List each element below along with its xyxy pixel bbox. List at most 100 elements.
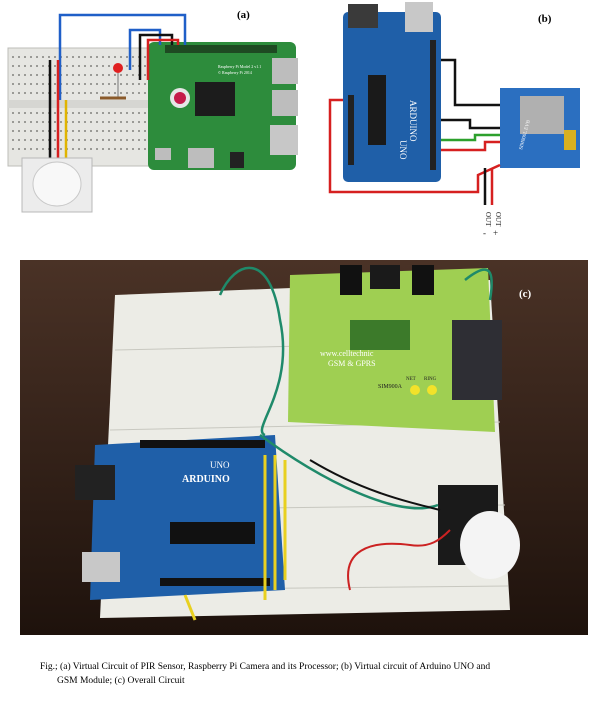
breadboard-hole (54, 130, 56, 132)
breadboard-hole (36, 112, 38, 114)
breadboard-hole (36, 148, 38, 150)
breadboard-hole (18, 130, 20, 132)
breadboard-hole (108, 65, 110, 67)
regulator (370, 265, 400, 289)
breadboard-hole (36, 83, 38, 85)
breadboard-hole (114, 56, 116, 58)
breadboard-hole (102, 148, 104, 150)
rpi-circuit-diagram: Raspberry Pi Model 2 v1.1 © Raspberry Pi… (7, 13, 298, 213)
breadboard-hole (90, 112, 92, 114)
breadboard-hole (78, 130, 80, 132)
breadboard-hole (18, 139, 20, 141)
breadboard-hole (114, 130, 116, 132)
gpio-header (165, 45, 277, 53)
breadboard-hole (114, 121, 116, 123)
breadboard-hole (102, 56, 104, 58)
breadboard-hole (144, 92, 146, 94)
breadboard-hole (144, 74, 146, 76)
breadboard-hole (12, 65, 14, 67)
breadboard-hole (72, 65, 74, 67)
breadboard-hole (60, 148, 62, 150)
breadboard-hole (132, 139, 134, 141)
breadboard-hole (12, 139, 14, 141)
breadboard-hole (144, 148, 146, 150)
breadboard-hole (54, 83, 56, 85)
breadboard-hole (126, 92, 128, 94)
breadboard-hole (102, 139, 104, 141)
usb-b-port (405, 2, 433, 32)
breadboard-hole (24, 130, 26, 132)
capacitor-1 (340, 265, 362, 295)
breadboard-hole (24, 121, 26, 123)
breadboard-hole (132, 130, 134, 132)
breadboard-hole (66, 92, 68, 94)
panel-a-label: (a) (237, 9, 250, 21)
arduino-label: ARDUINO (408, 100, 418, 142)
breadboard-hole (72, 121, 74, 123)
breadboard-hole (54, 112, 56, 114)
breadboard-hole (30, 56, 32, 58)
breadboard-hole (48, 56, 50, 58)
breadboard-hole (78, 65, 80, 67)
breadboard-hole (144, 139, 146, 141)
breadboard-hole (66, 56, 68, 58)
uno-label: UNO (398, 140, 408, 160)
wire-blue (58, 13, 187, 100)
breadboard-hole (102, 121, 104, 123)
led-ring-label: RING (424, 377, 437, 382)
pi-text-2: © Raspberry Pi 2014 (218, 70, 252, 75)
breadboard-hole (132, 56, 134, 58)
terminal-out-2: OUT (494, 212, 502, 227)
breadboard-hole (78, 83, 80, 85)
breadboard-hole (108, 74, 110, 76)
breadboard-hole (132, 112, 134, 114)
breadboard-hole (24, 92, 26, 94)
breadboard-hole (96, 56, 98, 58)
breadboard-hole (90, 92, 92, 94)
breadboard-hole (72, 130, 74, 132)
breadboard-hole (42, 65, 44, 67)
caption-line-2: GSM Module; (c) Overall Circuit (57, 676, 185, 686)
breadboard-hole (102, 83, 104, 85)
caption-line-1: Fig.; (a) Virtual Circuit of PIR Sensor,… (40, 662, 491, 672)
breadboard-hole (114, 148, 116, 150)
breadboard-hole (66, 74, 68, 76)
power-header (348, 95, 354, 165)
breadboard-hole (90, 121, 92, 123)
breadboard-hole (126, 148, 128, 150)
breadboard-hole (18, 83, 20, 85)
breadboard-hole (18, 92, 20, 94)
breadboard-hole (90, 130, 92, 132)
breadboard-hole (120, 121, 122, 123)
usb-photo (82, 552, 120, 582)
capacitor-2 (412, 265, 434, 295)
breadboard-hole (72, 56, 74, 58)
breadboard-hole (132, 65, 134, 67)
breadboard-hole (90, 56, 92, 58)
breadboard-hole (108, 112, 110, 114)
figure-caption: Fig.; (a) Virtual Circuit of PIR Sensor,… (40, 660, 585, 688)
pi-text-1: Raspberry Pi Model 2 v1.1 (218, 64, 261, 69)
wire-black-photo (309, 459, 441, 511)
wire-black-b (441, 58, 500, 107)
breadboard-hole (102, 74, 104, 76)
breadboard-hole (36, 130, 38, 132)
dc-jack-photo (75, 465, 115, 500)
gsm-photo-text-1: www.celltechnic (320, 349, 374, 358)
breadboard-hole (24, 56, 26, 58)
digital-header (430, 40, 436, 170)
breadboard-hole (78, 74, 80, 76)
breadboard-hole (126, 112, 128, 114)
breadboard-hole (78, 92, 80, 94)
breadboard-hole (36, 56, 38, 58)
breadboard-hole (126, 121, 128, 123)
sim800l-chip (520, 96, 564, 134)
db9-connector (452, 320, 502, 400)
breadboard-hole (24, 83, 26, 85)
breadboard-hole (138, 83, 140, 85)
breadboard-hole (12, 121, 14, 123)
breadboard-hole (126, 130, 128, 132)
breadboard-hole (90, 74, 92, 76)
terminal-plus: + (493, 228, 498, 238)
breadboard-hole (60, 121, 62, 123)
